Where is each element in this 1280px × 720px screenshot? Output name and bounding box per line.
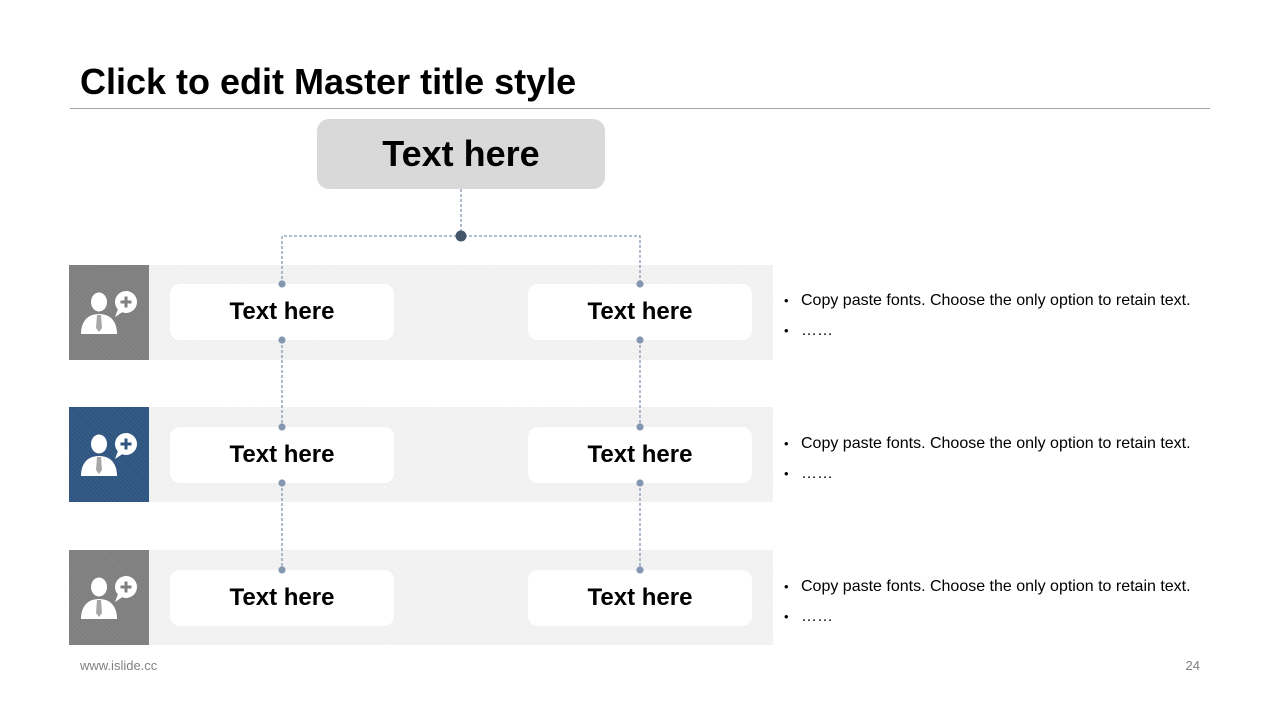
hub-dot (455, 230, 467, 242)
user-comment-add-icon (81, 290, 137, 334)
row-1-left-node: Text here (170, 284, 394, 340)
row-3-left-node: Text here (170, 570, 394, 626)
slide-title: Click to edit Master title style (80, 61, 577, 102)
row-3-bullet-1: Copy paste fonts. Choose the only option… (784, 572, 1191, 602)
title-divider (70, 108, 1210, 109)
row-2-bullet-1: Copy paste fonts. Choose the only option… (784, 429, 1191, 459)
row-3-bullet-list: Copy paste fonts. Choose the only option… (784, 572, 1191, 632)
user-comment-add-icon (81, 432, 137, 476)
row-2-bullet-2: …… (784, 459, 1191, 489)
user-comment-add-icon (81, 575, 137, 619)
row-2-right-node: Text here (528, 427, 752, 483)
row-3-right-node: Text here (528, 570, 752, 626)
root-node: Text here (317, 119, 605, 189)
row-icon-box-2 (69, 407, 149, 502)
row-3-bullet-2: …… (784, 602, 1191, 632)
row-icon-box-3 (69, 550, 149, 645)
row-icon-box-1 (69, 265, 149, 360)
row-1-bullet-1: Copy paste fonts. Choose the only option… (784, 286, 1191, 316)
row-2-bullet-list: Copy paste fonts. Choose the only option… (784, 429, 1191, 489)
row-1-bullet-list: Copy paste fonts. Choose the only option… (784, 286, 1191, 346)
page-number: 24 (1185, 658, 1200, 673)
row-2-left-node: Text here (170, 427, 394, 483)
row-1-right-node: Text here (528, 284, 752, 340)
row-1-bullet-2: …… (784, 316, 1191, 346)
footer-url: www.islide.cc (80, 658, 158, 673)
